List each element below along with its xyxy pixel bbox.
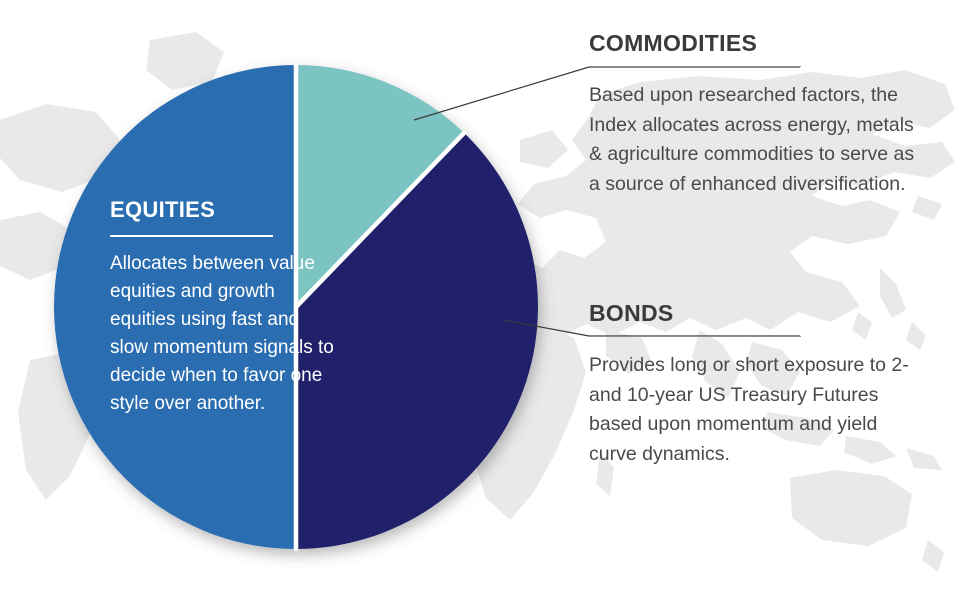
callout-commodities: COMMODITIES Based upon researched factor… [589,30,919,199]
pie-slice-equities[interactable] [54,65,296,549]
equities-body: Allocates between value equities and gro… [110,252,334,414]
bonds-heading: BONDS [589,300,674,326]
leader-line-commodities [413,66,800,121]
callout-bonds: BONDS Provides long or short exposure to… [589,300,929,469]
callout-equities: EQUITIES Allocates between value equitie… [110,197,335,418]
equities-heading: EQUITIES [110,197,216,222]
commodities-rule [589,66,801,67]
bonds-body: Provides long or short exposure to 2- an… [589,354,909,465]
bonds-rule [589,336,801,337]
pie-slice-separators [293,62,467,552]
commodities-body: Based upon researched factors, the Index… [589,84,915,195]
pie-slice-bonds[interactable] [296,132,539,550]
pie-slice-commodities[interactable] [296,65,465,307]
equities-rule [110,235,273,237]
commodities-heading: COMMODITIES [589,30,758,56]
